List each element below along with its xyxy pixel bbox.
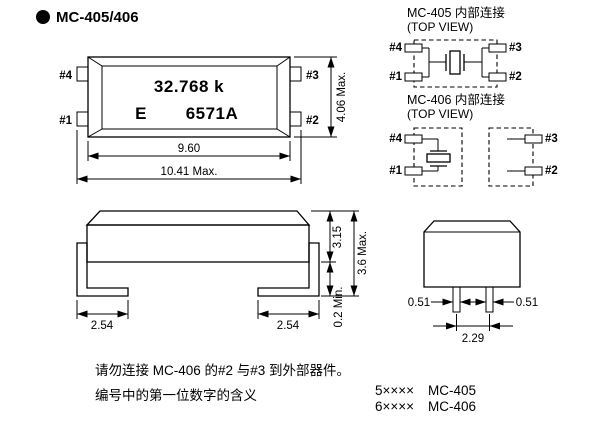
notes: 请勿连接 MC-406 的#2 与#3 到外部器件。 编号中的第一位数字的含义 … [95,362,476,414]
pin-label-3: #3 [306,70,319,82]
pin-stub-2 [524,166,543,176]
dim-lead-width-right: 0.51 [516,297,538,309]
pin-label-2: #2 [545,165,558,177]
bullet-icon [36,10,50,24]
pin-pad-3 [289,66,302,82]
chamfer-line [276,128,291,138]
dim-lead-pitch: 2.29 [462,333,484,345]
pin-stub-2 [488,72,507,82]
pin-pad-2 [289,111,302,127]
package-top-view: #4 #1 #3 #2 32.768 k E 6571A 9.60 10.41 … [59,56,348,184]
crystal-symbol [422,138,451,172]
dim-height: 4.06 Max. [336,72,348,123]
pin-stub-1 [404,72,423,82]
mc406-right-outline [488,127,534,187]
package-side-view: 3.15 0.2 Min. 3.6 Max. 2.54 2.54 [76,210,369,332]
crystal-symbol [422,47,489,78]
code-406-prefix: 6×××× [375,399,414,414]
dim-foot-right: 2.54 [277,320,300,332]
mc406-diagram-subtitle: (TOP VIEW) [407,107,473,121]
pin-label-4: #4 [389,133,402,145]
pin-stub-1 [404,166,423,176]
dim-overall-height: 3.6 Max. [357,231,369,275]
pin-label-3: #3 [509,42,522,54]
dim-foot-left: 2.54 [91,320,114,332]
side-body [86,224,310,263]
pin-label-1: #1 [389,71,402,83]
mc406-left-outline [413,127,463,187]
pin-stub-4 [404,134,423,144]
header: MC-405/406 [36,9,139,26]
mc405-diagram-subtitle: (TOP VIEW) [407,20,473,34]
mc406-diagram-title: MC-406 内部连接 [407,92,505,107]
pin-pad-4 [76,66,89,82]
chamfer-line [276,56,291,67]
side-top-face [85,210,311,226]
code-406-model: MC-406 [428,399,476,414]
page-title: MC-405/406 [56,9,139,26]
marking-frequency: 32.768 k [154,77,224,96]
dim-lead-width-left: 0.51 [408,297,430,309]
mc405-diagram-title: MC-405 内部连接 [407,5,505,20]
pin-label-4: #4 [389,42,402,54]
pin-stub-4 [404,43,423,53]
note-numbering-title: 编号中的第一位数字的含义 [95,387,257,403]
mc406-internal-diagram: MC-406 内部连接 (TOP VIEW) #4 #1 #3 #2 [389,92,558,187]
end-body [423,220,521,288]
dim-body-width: 9.60 [178,143,200,155]
pin-stub-3 [524,134,543,144]
chamfer-line [87,56,103,67]
mc405-package-outline [413,39,498,88]
note-warning: 请勿连接 MC-406 的#2 与#3 到外部器件。 [95,362,350,378]
pin-label-4: #4 [59,70,72,82]
code-405-model: MC-405 [428,383,476,398]
mc405-internal-diagram: MC-405 内部连接 (TOP VIEW) #4 #1 #3 #2 [389,5,522,88]
marking-code: 6571A [186,104,239,123]
right-lead [257,242,320,297]
dim-overall-width: 10.41 Max. [161,166,218,178]
pin-label-2: #2 [306,115,319,127]
end-lead-left [452,286,461,313]
pin-pad-1 [76,111,89,127]
package-end-view: 0.51 0.51 2.29 [408,220,538,345]
marking-logo: E [135,104,147,123]
code-405-prefix: 5×××× [375,383,414,398]
pin-label-2: #2 [509,71,522,83]
pin-label-1: #1 [59,115,72,127]
package-body-outline [87,56,291,138]
chamfer-line [87,128,103,138]
pin-label-3: #3 [545,133,558,145]
pin-stub-3 [488,43,507,53]
dim-standoff: 0.2 Min. [333,287,345,328]
end-lead-right [485,286,494,313]
pin-label-1: #1 [389,165,402,177]
left-lead [76,242,129,297]
package-top-face [101,65,278,130]
dim-body-height: 3.15 [332,226,344,248]
